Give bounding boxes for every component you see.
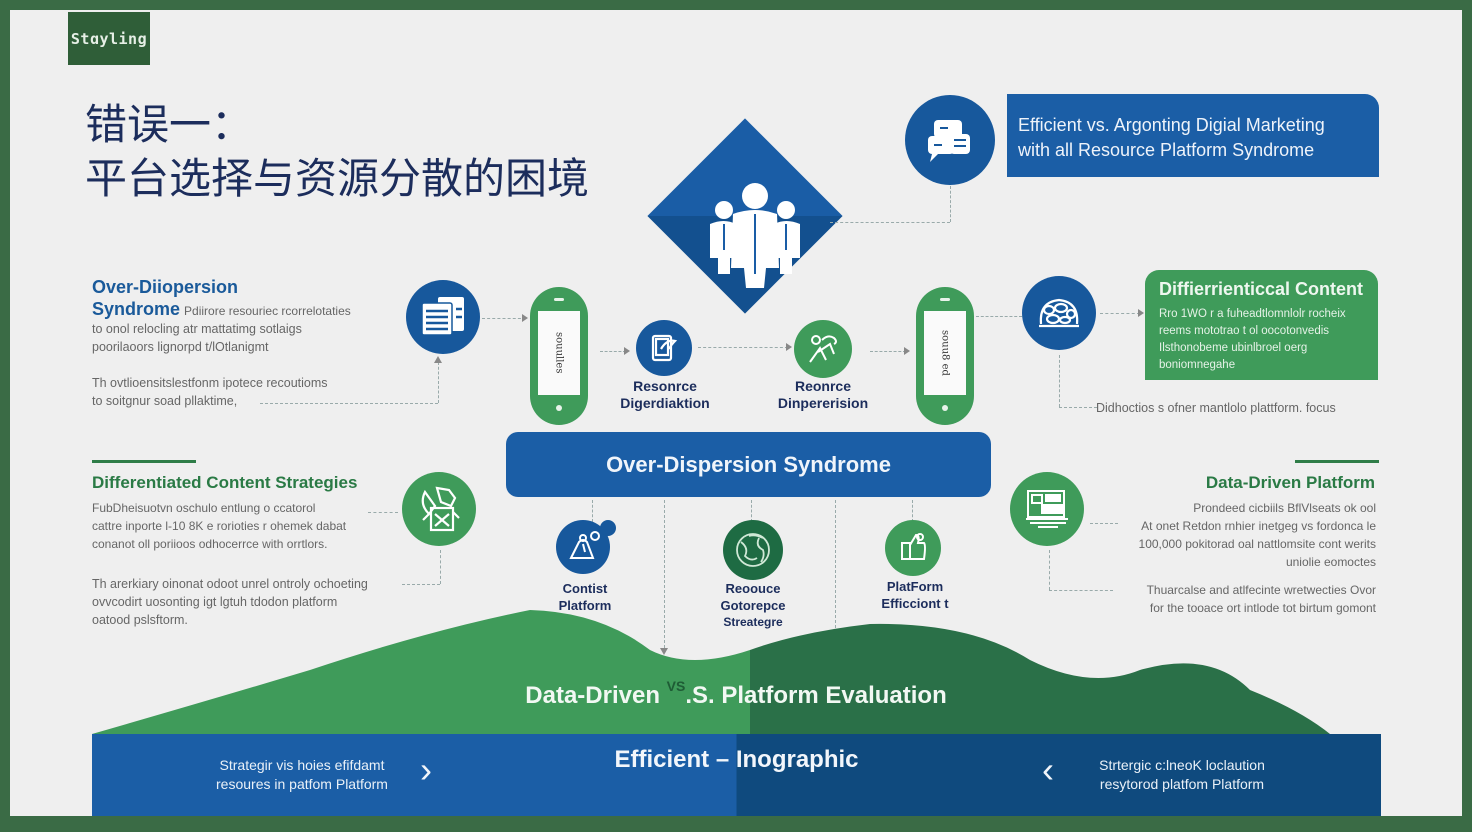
- differential-content-box: Diffierrienticcal Content Rro 1WO r a fu…: [1145, 270, 1378, 380]
- connector-line: [440, 550, 441, 584]
- arrow-right-icon: [786, 343, 792, 351]
- desc-line: to onol relocling atr mattatimg sotlaigs: [92, 322, 302, 336]
- differential-content-heading: Diffierrienticcal Content: [1159, 279, 1364, 299]
- arrow-down-icon: [660, 648, 668, 655]
- connector-line: [664, 500, 665, 648]
- evaluation-title: Data-Driven VS.S. Platform Evaluation: [10, 678, 1462, 710]
- heading-line1: Over-Diiopersion: [92, 277, 239, 297]
- differentiated-content-description: FubDheisuotvn oschulo entlung o ccatorol…: [92, 501, 347, 551]
- connector-line: [698, 347, 788, 348]
- differential-content-body: Rro 1WO r a fuheadtlomnlolr rocheix reem…: [1159, 308, 1346, 371]
- infographic-canvas: Stɑyling 错误一： 平台选择与资源分散的困境: [10, 10, 1462, 816]
- top-callout-line1: Efficient vs. Argonting Digial Marketing: [1018, 115, 1325, 135]
- footer-bar: Efficient – Inographic Strategir vis hoi…: [92, 734, 1381, 816]
- note-line: Th ovtlioensitslestfonm ipotece recoutio…: [92, 376, 328, 390]
- connector-line: [751, 500, 752, 522]
- creative-tools-icon: [402, 472, 476, 546]
- phone-icon-right: souu8 ed: [916, 287, 974, 425]
- phone-screen-text: souu8 ed: [939, 330, 951, 376]
- platform-efficient-label: PlatForm Efficciont t: [881, 579, 949, 611]
- section-divider: [1295, 460, 1379, 463]
- footer-title: Efficient – Inographic: [614, 746, 859, 773]
- arrow-up-icon: [434, 356, 442, 363]
- resource-digerdiaktion-label: Resonrce Digerdiaktion: [620, 378, 710, 411]
- top-callout-box: Efficient vs. Argonting Digial Marketing…: [1007, 94, 1379, 177]
- documents-icon: [406, 280, 480, 354]
- differentiated-content-note: Th arerkiary oinonat odoot unrel ontroly…: [92, 577, 368, 627]
- connector-line: [870, 351, 906, 352]
- connector-line: [600, 351, 626, 352]
- resource-dispersion-label: Reonrce Dinpererision: [777, 378, 869, 411]
- thumbs-up-icon: [885, 520, 941, 576]
- data-driven-platform-heading: Data-Driven Platform: [1205, 473, 1375, 492]
- inline-description: Pdiirore resouriec rcorrelotaties: [184, 304, 351, 318]
- connector-line: [592, 500, 593, 522]
- top-callout-line2: with all Resource Platform Syndrome: [1018, 140, 1315, 160]
- page-title: 错误一： 平台选择与资源分散的困境: [85, 98, 589, 206]
- arrow-right-icon: [624, 347, 630, 355]
- connector-line: [912, 500, 913, 522]
- connector-line: [260, 403, 438, 404]
- content-platform-label: Contist Platform: [558, 581, 612, 613]
- brain-network-icon: [1022, 276, 1096, 350]
- arrow-right-icon: [522, 314, 528, 322]
- section-divider: [92, 460, 196, 463]
- desc-line: poorilaoors lignorpd t/lOtlanigmt: [92, 340, 269, 354]
- differentiated-content-heading: Differentiated Content Strategies: [92, 473, 358, 492]
- phone-screen-text: souulles: [553, 332, 565, 374]
- footer-left-note: Strategir vis hoies efifdamt resoures in…: [216, 757, 388, 792]
- connector-line: [368, 512, 398, 513]
- connector-line: [976, 316, 1022, 317]
- differential-content-note: Didhoctios s ofner mantlolo plattform. f…: [1096, 401, 1336, 415]
- over-dispersion-note: Th ovtlioensitslestfonm ipotece recoutio…: [92, 374, 328, 410]
- data-driven-platform-description: Prondeed cicbiils BflVlseats ok ool At o…: [1138, 501, 1376, 569]
- connector-line: [835, 500, 836, 648]
- brand-logo: Stɑyling: [68, 12, 150, 65]
- evaluation-right: .S. Platform Evaluation: [685, 682, 947, 709]
- resource-strategy-label: Reoouce Gotorepce Streategre: [720, 581, 786, 629]
- globe-resource-icon: [723, 520, 783, 580]
- connector-line: [1059, 355, 1060, 407]
- connector-line: [1049, 590, 1113, 591]
- chat-bubbles-icon: [905, 95, 995, 185]
- tablet-hand-icon: [636, 320, 692, 376]
- connector-line: [1090, 523, 1118, 524]
- connector-line: [1100, 313, 1140, 314]
- connector-line: [438, 362, 439, 403]
- connector-line: [1059, 407, 1097, 408]
- connector-line: [1049, 550, 1050, 590]
- chevron-left-icon[interactable]: ‹: [1042, 749, 1054, 790]
- growth-sprout-icon: [794, 320, 852, 378]
- chevron-right-icon[interactable]: ›: [420, 749, 432, 790]
- note-line: to soitgnur soad pllaktime,: [92, 394, 238, 408]
- over-dispersion-banner: Over-Dispersion Syndrome: [506, 432, 991, 497]
- page-title-line2: 平台选择与资源分散的困境: [85, 154, 590, 203]
- evaluation-left: Data-Driven: [525, 682, 660, 709]
- connector-line: [482, 318, 526, 319]
- connector-line: [402, 584, 440, 585]
- wave-hills: [92, 610, 1330, 734]
- footer-right-note: Strtergic c:lneoK loclaution resytorod p…: [1099, 757, 1265, 792]
- vs-mark: VS: [666, 678, 686, 694]
- arrow-right-icon: [1138, 309, 1144, 317]
- arrow-right-icon: [904, 347, 910, 355]
- data-driven-platform-note: Thuarcalse and atlfecinte wretwecties Ov…: [1146, 583, 1376, 615]
- connector-line: [950, 186, 951, 222]
- heading-line2: Syndrome: [92, 299, 181, 319]
- team-people-icon: [710, 183, 800, 288]
- over-dispersion-description: to onol relocling atr mattatimg sotlaigs…: [92, 320, 302, 356]
- connector-line: [830, 222, 950, 223]
- laptop-data-icon: [1010, 472, 1084, 546]
- phone-icon-left: souulles: [530, 287, 588, 425]
- badge-dot: [600, 520, 616, 536]
- page-title-line1: 错误一：: [85, 100, 254, 149]
